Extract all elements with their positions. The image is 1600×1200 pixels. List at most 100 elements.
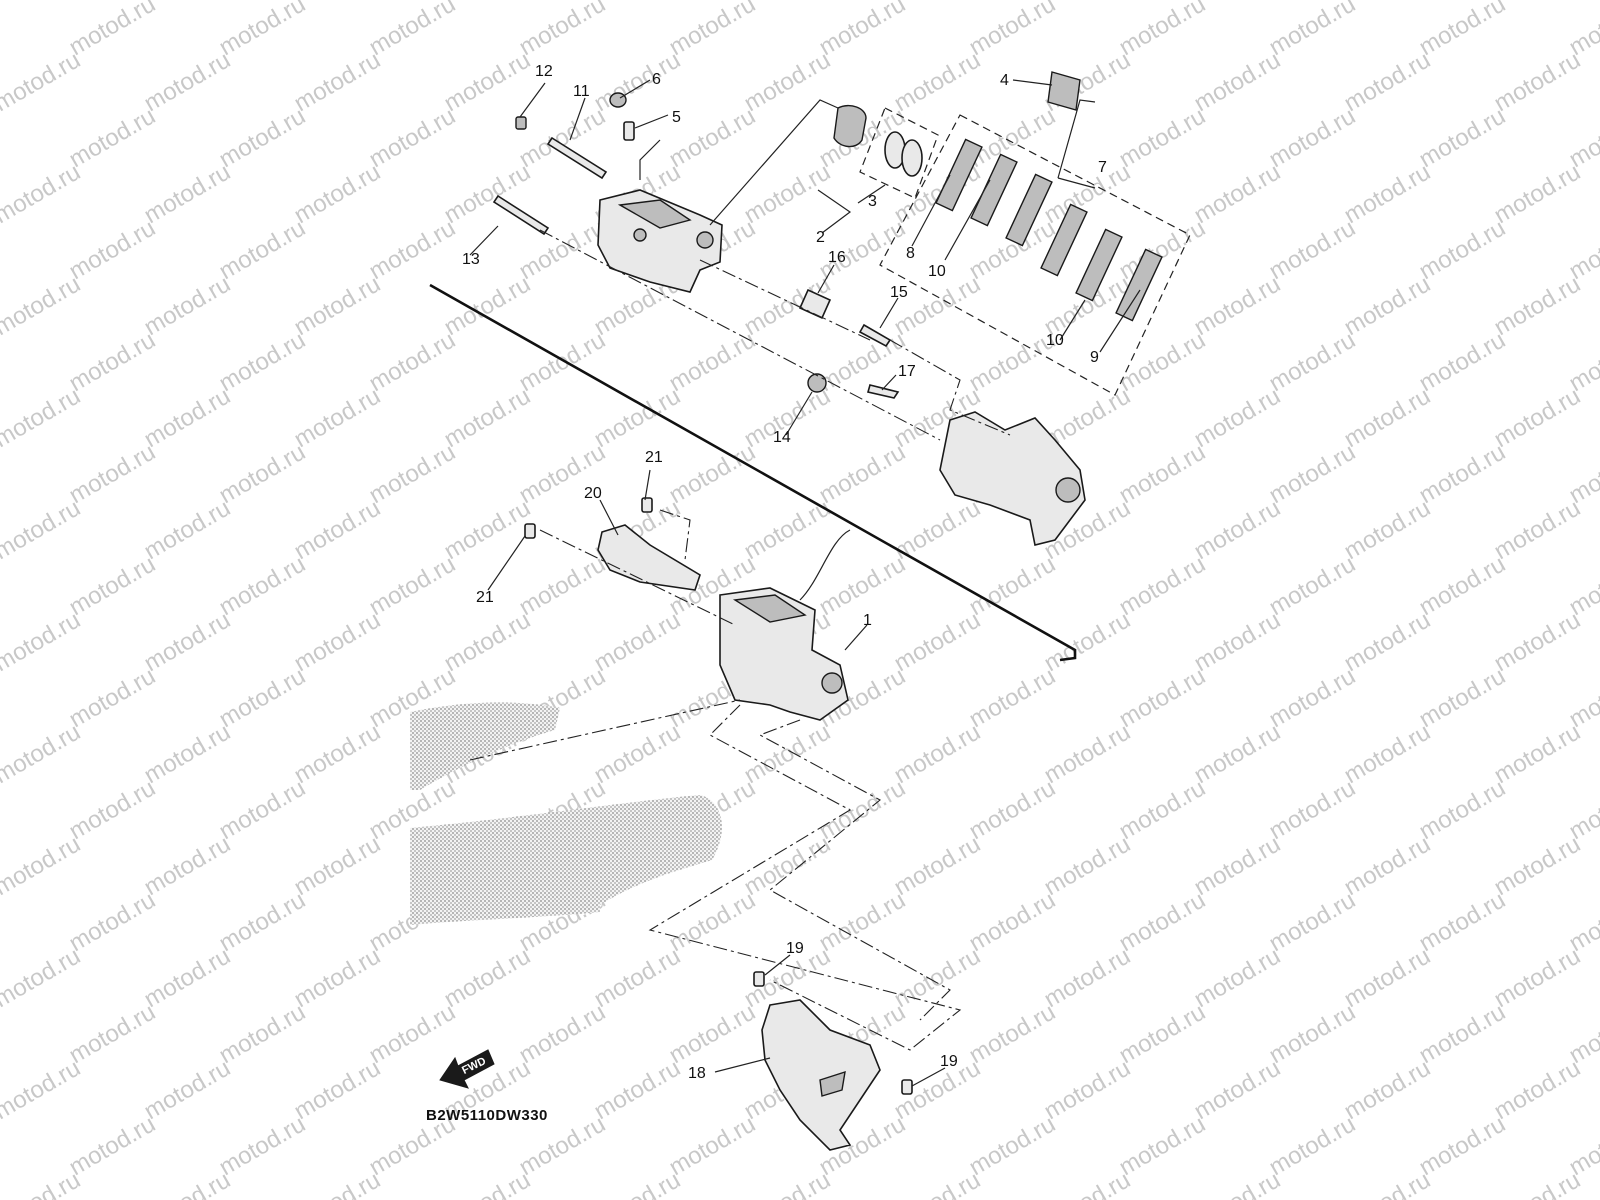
watermark-text: motod.ru (1490, 718, 1586, 789)
callout-1: 1 (863, 612, 872, 629)
watermark-text: motod.ru (590, 606, 686, 677)
watermark-text: motod.ru (815, 550, 911, 621)
watermark-text: motod.ru (0, 830, 85, 901)
watermark-text: motod.ru (1040, 1166, 1136, 1200)
callout-2: 2 (816, 229, 825, 246)
watermark-text: motod.ru (1190, 46, 1286, 117)
bleeder-5 (623, 121, 635, 141)
watermark-text: motod.ru (290, 46, 386, 117)
watermark-text: motod.ru (1190, 158, 1286, 229)
watermark-text: motod.ru (1115, 326, 1211, 397)
callout-5: 5 (672, 109, 681, 126)
bolt-15 (858, 323, 892, 348)
watermark-text: motod.ru (515, 998, 611, 1069)
watermark-text: motod.ru (1415, 998, 1511, 1069)
callout-11: 11 (573, 83, 590, 100)
watermark-text: motod.ru (290, 606, 386, 677)
diagram-code: B2W5110DW330 (426, 1107, 548, 1124)
watermark-text: motod.ru (1265, 998, 1361, 1069)
watermark-text: motod.ru (665, 0, 761, 61)
nut-12 (515, 116, 527, 130)
callout-4: 4 (1000, 72, 1009, 89)
watermark-text: motod.ru (65, 438, 161, 509)
watermark-text: motod.ru (1415, 326, 1511, 397)
watermark-text: motod.ru (215, 102, 311, 173)
assembly-chain-lines (469, 229, 1011, 1051)
watermark-text: motod.ru (1190, 1166, 1286, 1200)
watermark-text: motod.ru (1115, 438, 1211, 509)
callout-9: 9 (1090, 349, 1099, 366)
watermark-text: motod.ru (1340, 942, 1436, 1013)
watermark-text: motod.ru (890, 46, 986, 117)
callout-21-b: 21 (476, 589, 494, 606)
watermark-text: motod.ru (0, 1054, 85, 1125)
watermark-text: motod.ru (1190, 494, 1286, 565)
watermark-text: motod.ru (215, 326, 311, 397)
watermark-text: motod.ru (0, 158, 85, 229)
watermark-text: motod.ru (65, 886, 161, 957)
leader-lines (469, 79, 1141, 1087)
watermark-text: motod.ru (1490, 158, 1586, 229)
callout-13: 13 (462, 251, 480, 268)
watermark-text: motod.ru (890, 270, 986, 341)
callout-6: 6 (652, 71, 661, 88)
watermark-text: motod.ru (0, 0, 85, 5)
watermark-text: motod.ru (1190, 270, 1286, 341)
bolt-13 (492, 194, 550, 236)
watermark-text: motod.ru (0, 46, 85, 117)
watermark-text: motod.ru (1190, 718, 1286, 789)
watermark-text: motod.ru (1415, 102, 1511, 173)
watermark-text: motod.ru (440, 1166, 536, 1200)
watermark-text: motod.ru (590, 1054, 686, 1125)
watermark-text: motod.ru (665, 438, 761, 509)
watermark-text: motod.ru (1115, 1110, 1211, 1181)
caliper-bracket-upper (939, 411, 1086, 546)
watermark-text: motod.ru (965, 662, 1061, 733)
watermark-text: motod.ru (1415, 550, 1511, 621)
watermark-text: motod.ru (1490, 1054, 1586, 1125)
callout-8: 8 (906, 245, 915, 262)
callout-21-a: 21 (645, 449, 663, 466)
watermark-text: motod.ru (1340, 1054, 1436, 1125)
caliper-assembly-1 (719, 587, 849, 721)
watermark-text: motod.ru (1340, 158, 1436, 229)
watermark-text: motod.ru (65, 1110, 161, 1181)
watermark-text: motod.ru (1040, 718, 1136, 789)
watermark-text: motod.ru (0, 718, 85, 789)
pad-kit-7 (879, 114, 1191, 396)
swingarm-lower (410, 795, 722, 925)
watermark-text: motod.ru (290, 1166, 386, 1200)
watermark-text: motod.ru (1490, 942, 1586, 1013)
watermark-text: motod.ru (1415, 214, 1511, 285)
bolt-21-b (524, 523, 536, 539)
watermark-text: motod.ru (65, 998, 161, 1069)
watermark-text: motod.ru (365, 326, 461, 397)
swingarm-upper (410, 702, 560, 790)
watermark-text: motod.ru (65, 0, 161, 61)
clip-17 (866, 384, 900, 399)
watermark-text: motod.ru (590, 382, 686, 453)
watermark-text: motod.ru (1115, 550, 1211, 621)
watermark-text: motod.ru (1340, 1166, 1436, 1200)
watermark-text: motod.ru (890, 718, 986, 789)
watermark-text: motod.ru (1340, 494, 1436, 565)
watermark-text: motod.ru (1040, 830, 1136, 901)
watermark-text: motod.ru (1340, 382, 1436, 453)
watermark-text: motod.ru (1115, 102, 1211, 173)
watermark-text: motod.ru (140, 606, 236, 677)
watermark-text: motod.ru (1190, 1054, 1286, 1125)
bolt-19-a (753, 971, 765, 987)
watermark-text: motod.ru (590, 1166, 686, 1200)
watermark-text: motod.ru (215, 0, 311, 61)
watermark-text: motod.ru (590, 942, 686, 1013)
watermark-text: motod.ru (215, 1110, 311, 1181)
watermark-text: motod.ru (1265, 550, 1361, 621)
watermark-text: motod.ru (1115, 886, 1211, 957)
watermark-text: motod.ru (365, 998, 461, 1069)
watermark-text: motod.ru (1490, 46, 1586, 117)
watermark-text: motod.ru (740, 1166, 836, 1200)
watermark-text: motod.ru (65, 214, 161, 285)
watermark-text: motod.ru (0, 942, 85, 1013)
watermark-text: motod.ru (590, 718, 686, 789)
